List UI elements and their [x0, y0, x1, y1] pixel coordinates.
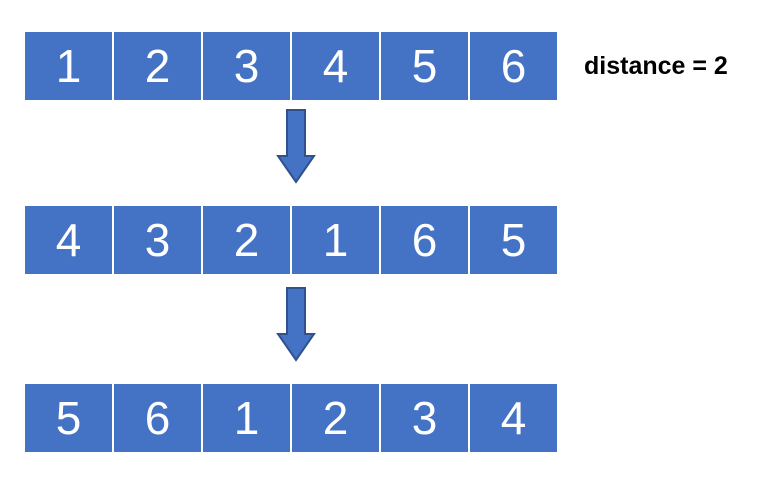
array-cell: 6	[381, 206, 468, 274]
array-cell: 5	[381, 32, 468, 100]
down-arrow-icon	[276, 287, 316, 362]
array-cell: 2	[114, 32, 201, 100]
array-cell: 6	[470, 32, 557, 100]
array-cell: 3	[381, 384, 468, 452]
array-cell: 4	[470, 384, 557, 452]
array-cell: 3	[114, 206, 201, 274]
distance-label: distance = 2	[584, 52, 728, 80]
down-arrow-icon	[276, 109, 316, 184]
array-cell: 4	[292, 32, 379, 100]
array-cell: 1	[25, 32, 112, 100]
array-row-result: 5 6 1 2 3 4	[25, 384, 557, 452]
array-cell: 5	[470, 206, 557, 274]
array-cell: 1	[292, 206, 379, 274]
array-cell: 5	[25, 384, 112, 452]
array-row-original: 1 2 3 4 5 6	[25, 32, 557, 100]
array-cell: 4	[25, 206, 112, 274]
array-cell: 3	[203, 32, 290, 100]
array-cell: 6	[114, 384, 201, 452]
array-row-intermediate: 4 3 2 1 6 5	[25, 206, 557, 274]
array-cell: 1	[203, 384, 290, 452]
array-cell: 2	[292, 384, 379, 452]
array-cell: 2	[203, 206, 290, 274]
